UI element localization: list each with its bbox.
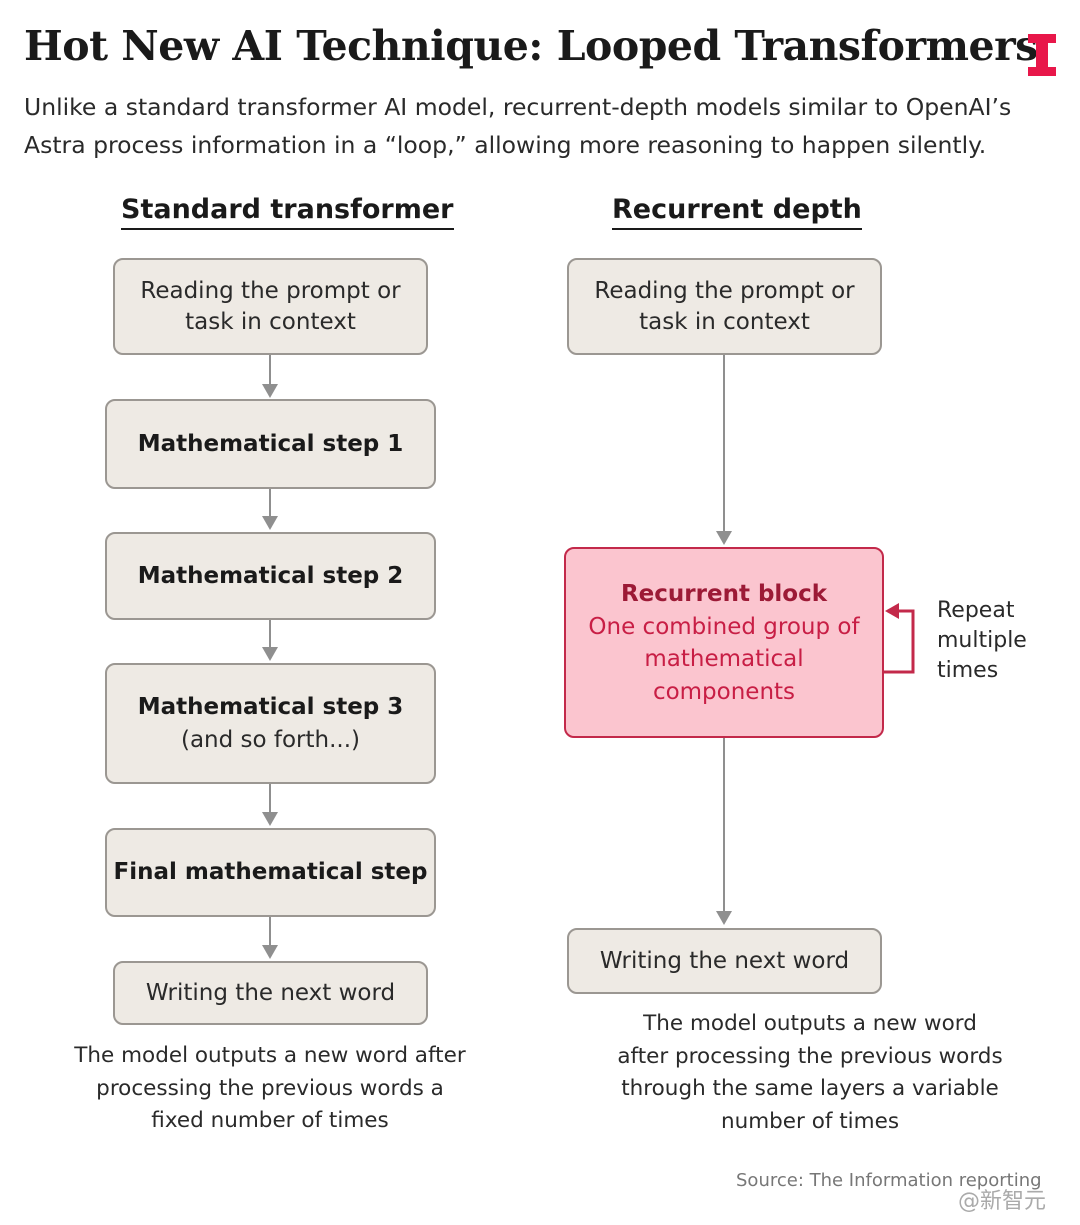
right-output-label: Writing the next word — [599, 947, 850, 974]
right-prompt-label: Reading the prompt or task in context — [594, 277, 855, 335]
left-heading-text: Standard transformer — [121, 194, 454, 230]
left-prompt-label: Reading the prompt or task in context — [140, 277, 401, 335]
arrow-down-icon — [262, 489, 278, 530]
recurrent-block-description: One combined group of mathematical compo… — [588, 613, 860, 705]
left-prompt-box: Reading the prompt or task in context — [113, 258, 428, 355]
math-step-3-box: Mathematical step 3 (and so forth...) — [105, 663, 436, 784]
arrow-down-icon — [716, 738, 732, 925]
recurrent-block-title: Recurrent block — [620, 580, 828, 607]
right-caption: The model outputs a new word after proce… — [617, 1011, 1003, 1134]
left-column-heading: Standard transformer — [121, 194, 454, 230]
left-output-label: Writing the next word — [145, 979, 396, 1006]
right-heading-text: Recurrent depth — [612, 194, 862, 230]
loop-arrow-icon — [884, 603, 915, 674]
left-caption: The model outputs a new word after proce… — [74, 1043, 466, 1133]
recurrent-block-box: Recurrent block One combined group of ma… — [564, 547, 884, 738]
math-step-1-label: Mathematical step 1 — [137, 430, 404, 457]
final-step-box: Final mathematical step — [105, 828, 436, 917]
repeat-label: Repeat multiple times — [937, 598, 1027, 683]
arrow-down-icon — [262, 784, 278, 826]
arrow-down-icon — [716, 355, 732, 545]
page-title: Hot New AI Technique: Looped Transformer… — [24, 22, 1038, 70]
math-step-3-note: (and so forth...) — [180, 726, 361, 753]
arrow-down-icon — [262, 620, 278, 661]
right-prompt-box: Reading the prompt or task in context — [567, 258, 882, 355]
math-step-2-box: Mathematical step 2 — [105, 532, 436, 620]
subtitle: Unlike a standard transformer AI model, … — [24, 93, 1012, 159]
arrow-down-icon — [262, 355, 278, 398]
source-credit: Source: The Information reporting — [736, 1170, 1042, 1191]
math-step-2-label: Mathematical step 2 — [137, 562, 404, 589]
arrow-down-icon — [262, 917, 278, 959]
math-step-3-label: Mathematical step 3 — [137, 693, 404, 720]
right-output-box: Writing the next word — [567, 928, 882, 994]
watermark: @新智元 — [958, 1189, 1047, 1214]
math-step-1-box: Mathematical step 1 — [105, 399, 436, 489]
the-information-logo — [1028, 34, 1056, 76]
final-step-label: Final mathematical step — [113, 859, 428, 885]
left-output-box: Writing the next word — [113, 961, 428, 1025]
right-column-heading: Recurrent depth — [612, 194, 862, 230]
